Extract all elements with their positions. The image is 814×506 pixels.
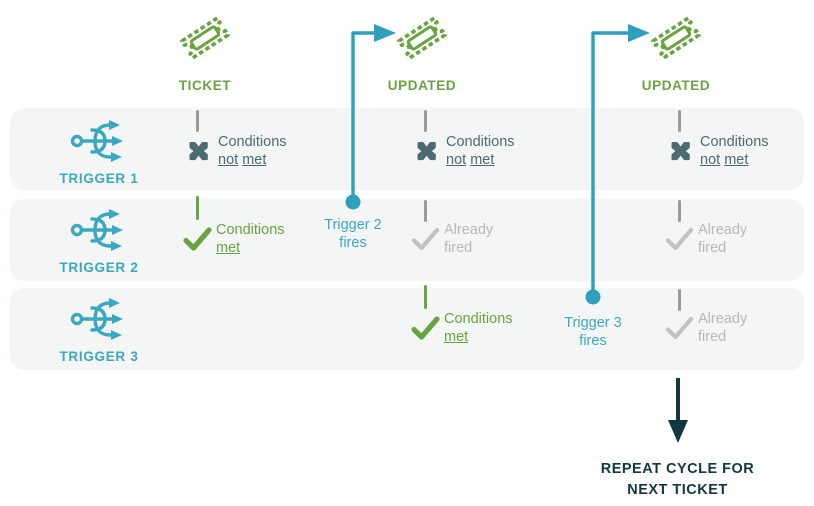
trigger-fires-label-2: Trigger 2 fires <box>324 217 382 251</box>
connector-stub <box>424 200 427 222</box>
trigger-row-background-3 <box>10 288 804 370</box>
repeat-cycle-caption: REPEAT CYCLE FOR NEXT TICKET <box>600 461 755 498</box>
connector-stub <box>678 200 681 222</box>
status-cell: Conditions not met <box>185 123 335 179</box>
ticket-label: UPDATED <box>387 78 457 93</box>
check-icon <box>411 315 440 341</box>
check-icon <box>665 226 694 252</box>
status-cell: Conditions met <box>183 211 333 267</box>
ticket-node-3: UPDATED <box>601 8 751 93</box>
connector-stub <box>424 285 427 309</box>
status-cell: Already fired <box>665 211 814 267</box>
ticket-icon <box>601 8 751 73</box>
trigger-branch-icon <box>34 207 164 258</box>
ticket-label: UPDATED <box>641 78 711 93</box>
x-cross-icon <box>667 138 693 164</box>
trigger-row-background-1 <box>10 108 804 190</box>
status-cell: Conditions not met <box>413 123 563 179</box>
trigger-row-background-2 <box>10 199 804 281</box>
connector-stub <box>678 110 681 132</box>
check-icon <box>665 315 694 341</box>
ticket-label: TICKET <box>178 78 232 93</box>
repeat-cycle-arrow <box>668 378 688 443</box>
trigger-fires-label-3: Trigger 3 fires <box>564 315 622 349</box>
check-icon <box>183 226 212 252</box>
status-label: Conditions not met <box>218 134 287 168</box>
connector-stub <box>196 196 199 220</box>
status-cell: Already fired <box>665 300 814 356</box>
trigger-label: TRIGGER 2 <box>59 260 139 275</box>
ticket-icon <box>130 8 280 73</box>
status-cell: Already fired <box>411 211 561 267</box>
trigger-node-1: TRIGGER 1 <box>34 118 164 186</box>
status-cell: Conditions not met <box>667 123 814 179</box>
status-label: Conditions not met <box>700 134 769 168</box>
connector-stub <box>196 110 199 132</box>
trigger-node-2: TRIGGER 2 <box>34 207 164 275</box>
status-label: Already fired <box>698 311 748 345</box>
ticket-node-1: TICKET <box>130 8 280 93</box>
status-label: Conditions not met <box>446 134 515 168</box>
x-cross-icon <box>413 138 439 164</box>
status-label: Already fired <box>698 222 748 256</box>
connector-stub <box>424 110 427 132</box>
connector-stub <box>678 289 681 311</box>
check-icon <box>411 226 440 252</box>
trigger-node-3: TRIGGER 3 <box>34 296 164 364</box>
status-label: Conditions met <box>216 222 285 256</box>
trigger-label: TRIGGER 3 <box>59 349 139 364</box>
trigger-branch-icon <box>34 118 164 169</box>
x-cross-icon <box>185 138 211 164</box>
ticket-node-2: UPDATED <box>347 8 497 93</box>
ticket-icon <box>347 8 497 73</box>
trigger-label: TRIGGER 1 <box>59 171 139 186</box>
status-label: Conditions met <box>444 311 513 345</box>
status-cell: Conditions met <box>411 300 561 356</box>
status-label: Already fired <box>444 222 494 256</box>
trigger-branch-icon <box>34 296 164 347</box>
